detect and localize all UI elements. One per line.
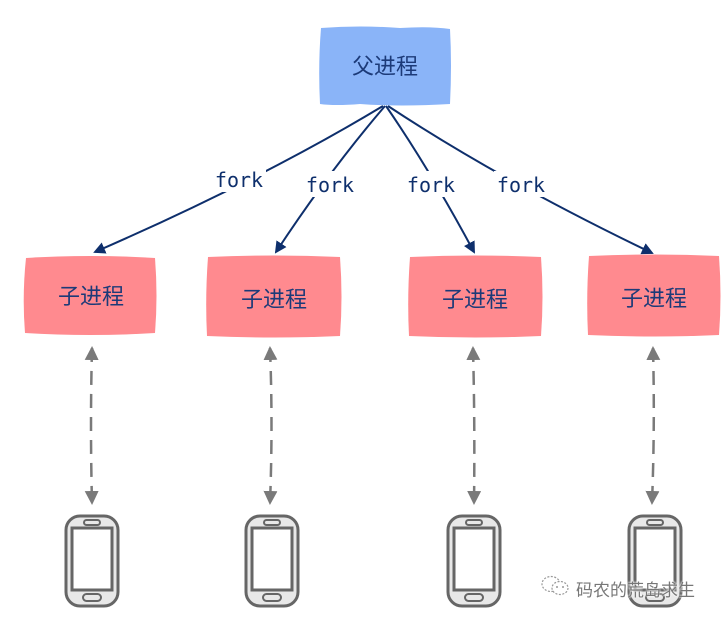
child-process-box bbox=[587, 254, 721, 337]
watermark-text: 码农的荒岛求生 bbox=[576, 581, 695, 601]
child-process-node-3: 子进程 bbox=[408, 255, 543, 338]
smartphone-icon bbox=[627, 514, 683, 608]
child-process-node-4: 子进程 bbox=[587, 254, 721, 337]
fork-label-2: fork bbox=[306, 173, 354, 197]
fork-label-3: fork bbox=[407, 173, 455, 197]
child-process-label: 子进程 bbox=[241, 288, 307, 313]
connection-2 bbox=[263, 346, 278, 505]
child-process-node-2: 子进程 bbox=[206, 255, 342, 338]
child-process-box bbox=[206, 255, 342, 338]
parent-process-label: 父进程 bbox=[352, 55, 418, 80]
smartphone-icon bbox=[244, 514, 300, 608]
watermark: 码农的荒岛求生 bbox=[540, 574, 695, 603]
connection-4 bbox=[645, 346, 661, 505]
child-process-label: 子进程 bbox=[621, 287, 687, 312]
connection-1 bbox=[84, 346, 99, 505]
fork-label-4: fork bbox=[497, 173, 545, 197]
parent-process-node: 父进程 bbox=[319, 26, 451, 106]
child-process-node-1: 子进程 bbox=[23, 256, 157, 335]
parent-process-box bbox=[319, 26, 451, 106]
child-process-label: 子进程 bbox=[58, 285, 124, 310]
client-devices bbox=[64, 514, 683, 608]
connection-3 bbox=[466, 346, 482, 505]
child-process-label: 子进程 bbox=[442, 288, 508, 313]
client-connections bbox=[84, 346, 661, 505]
smartphone-icon bbox=[64, 514, 120, 608]
fork-label-1: fork bbox=[215, 168, 263, 192]
fork-edges bbox=[93, 105, 654, 255]
child-process-box bbox=[408, 255, 543, 338]
smartphone-icon bbox=[446, 514, 502, 608]
child-process-box bbox=[23, 256, 157, 335]
wechat-icon bbox=[540, 574, 570, 603]
fork-labels: fork fork fork fork bbox=[212, 166, 548, 197]
